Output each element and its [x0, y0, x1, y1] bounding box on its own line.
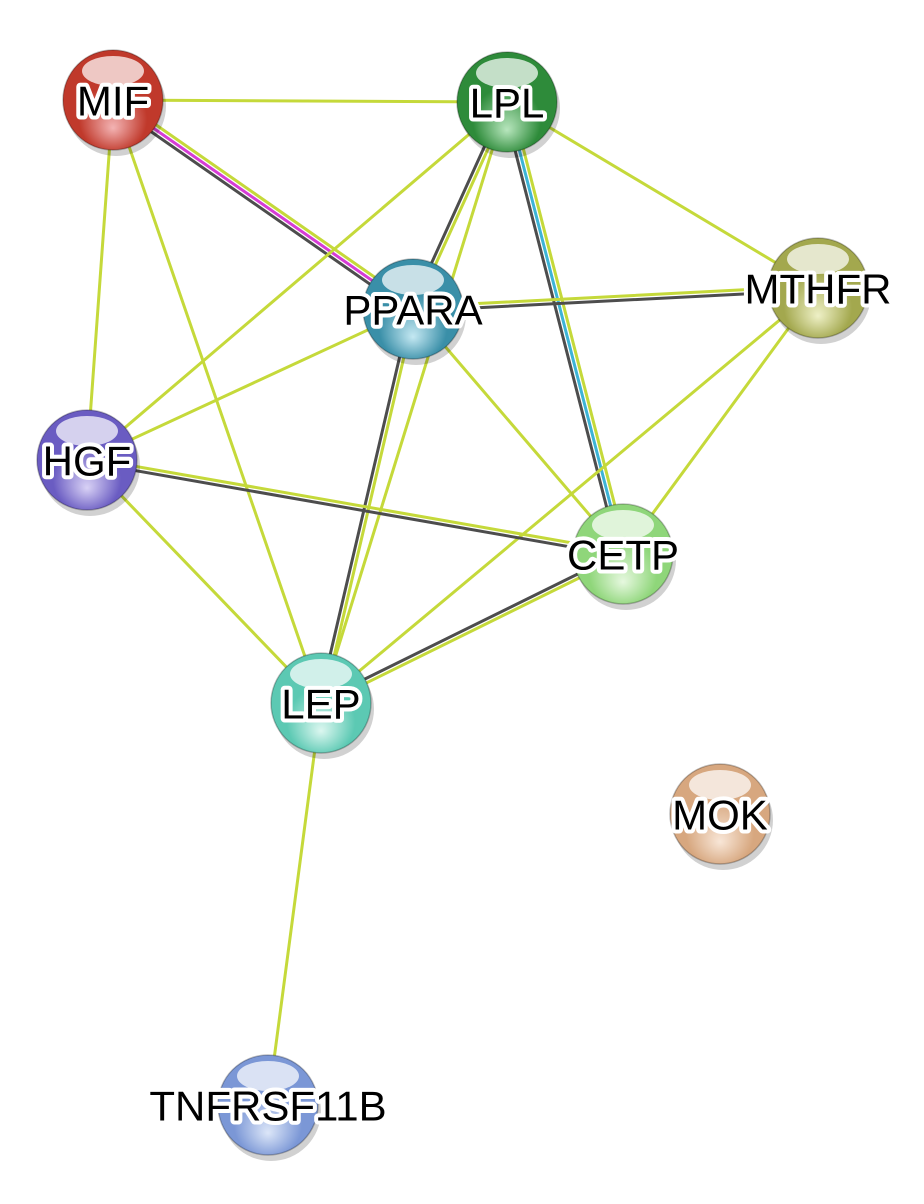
node-label: TNFRSF11B — [149, 1083, 386, 1130]
node-label: MOK — [672, 792, 768, 839]
edge-mif-lep[interactable] — [111, 98, 323, 705]
edge-line-textmining — [505, 100, 820, 290]
edge-line-textmining — [411, 284, 820, 309]
node-gloss — [237, 1061, 299, 1091]
node-tnfrsf11b[interactable]: TNFRSF11B — [145, 1054, 391, 1161]
edge-line-textmining — [509, 99, 629, 555]
node-label: MIF — [77, 78, 149, 125]
node-gloss — [56, 416, 118, 446]
edge-ppara-mthfr[interactable] — [411, 284, 820, 313]
node-label: PPARA — [343, 287, 482, 334]
node-cetp[interactable]: CETP — [563, 503, 683, 610]
edge-cetp-lep[interactable] — [318, 550, 626, 707]
edge-mif-ppara[interactable] — [109, 95, 417, 314]
node-mif[interactable]: MIF — [62, 49, 166, 156]
edge-line-coexpression — [501, 101, 621, 557]
edge-line-textmining — [411, 307, 625, 556]
edge-line-textmining — [85, 458, 323, 705]
node-gloss — [290, 659, 352, 689]
node-mthfr[interactable]: MTHFR — [741, 237, 895, 344]
edge-lpl-mthfr[interactable] — [505, 100, 820, 290]
node-gloss — [476, 58, 538, 88]
edge-mthfr-cetp[interactable] — [621, 286, 820, 556]
node-label: MTHFR — [745, 266, 892, 313]
node-label: LEP — [281, 681, 360, 728]
node-label: LPL — [470, 80, 545, 127]
edge-line-textmining — [85, 307, 415, 462]
node-gloss — [689, 770, 751, 800]
edge-line-coexpression — [411, 288, 820, 313]
edge-mthfr-lep[interactable] — [319, 286, 820, 705]
edge-lpl-lep[interactable] — [319, 100, 509, 705]
edge-line-textmining — [621, 286, 820, 556]
edge-line-textmining — [319, 100, 509, 705]
node-lpl[interactable]: LPL — [456, 51, 560, 158]
node-gloss — [787, 244, 849, 274]
node-label: CETP — [567, 532, 679, 579]
edge-line-coexpression — [85, 460, 625, 558]
edge-lpl-cetp[interactable] — [501, 99, 629, 557]
edge-line-textmining — [113, 95, 417, 308]
edge-lep-tnfrsf11b[interactable] — [266, 701, 323, 1107]
edge-mif-hgf[interactable] — [85, 98, 115, 462]
edges-layer — [85, 95, 820, 1107]
edge-lpl-hgf[interactable] — [85, 100, 509, 462]
edge-line-textmining — [85, 98, 115, 462]
edge-line-database — [505, 100, 625, 556]
edge-hgf-cetp[interactable] — [85, 456, 625, 558]
edge-line-textmining — [111, 98, 323, 705]
node-label: HGF — [43, 438, 132, 485]
edge-line-textmining — [266, 701, 323, 1107]
edge-line-textmining — [111, 98, 509, 104]
node-gloss — [82, 56, 144, 86]
edge-line-textmining — [85, 100, 509, 462]
node-ppara[interactable]: PPARA — [339, 258, 487, 365]
node-lep[interactable]: LEP — [270, 652, 374, 759]
node-hgf[interactable]: HGF — [36, 409, 140, 516]
edge-line-textmining — [320, 554, 626, 707]
edge-line-coexpression — [109, 101, 413, 314]
node-mok[interactable]: MOK — [668, 763, 773, 870]
edge-mif-lpl[interactable] — [111, 98, 509, 104]
node-gloss — [382, 265, 444, 295]
edge-line-coexpression — [318, 550, 624, 703]
edge-hgf-lep[interactable] — [85, 458, 323, 705]
edge-ppara-hgf[interactable] — [85, 307, 415, 462]
edge-line-textmining — [85, 456, 625, 554]
nodes-layer: MIF LPL PPARA MTHFR HGF CETP LEP MOK TNFRSF11B — [36, 49, 895, 1161]
edge-line-textmining — [319, 286, 820, 705]
node-gloss — [592, 510, 654, 540]
edge-ppara-cetp[interactable] — [411, 307, 625, 556]
edge-line-experiments — [111, 98, 415, 311]
